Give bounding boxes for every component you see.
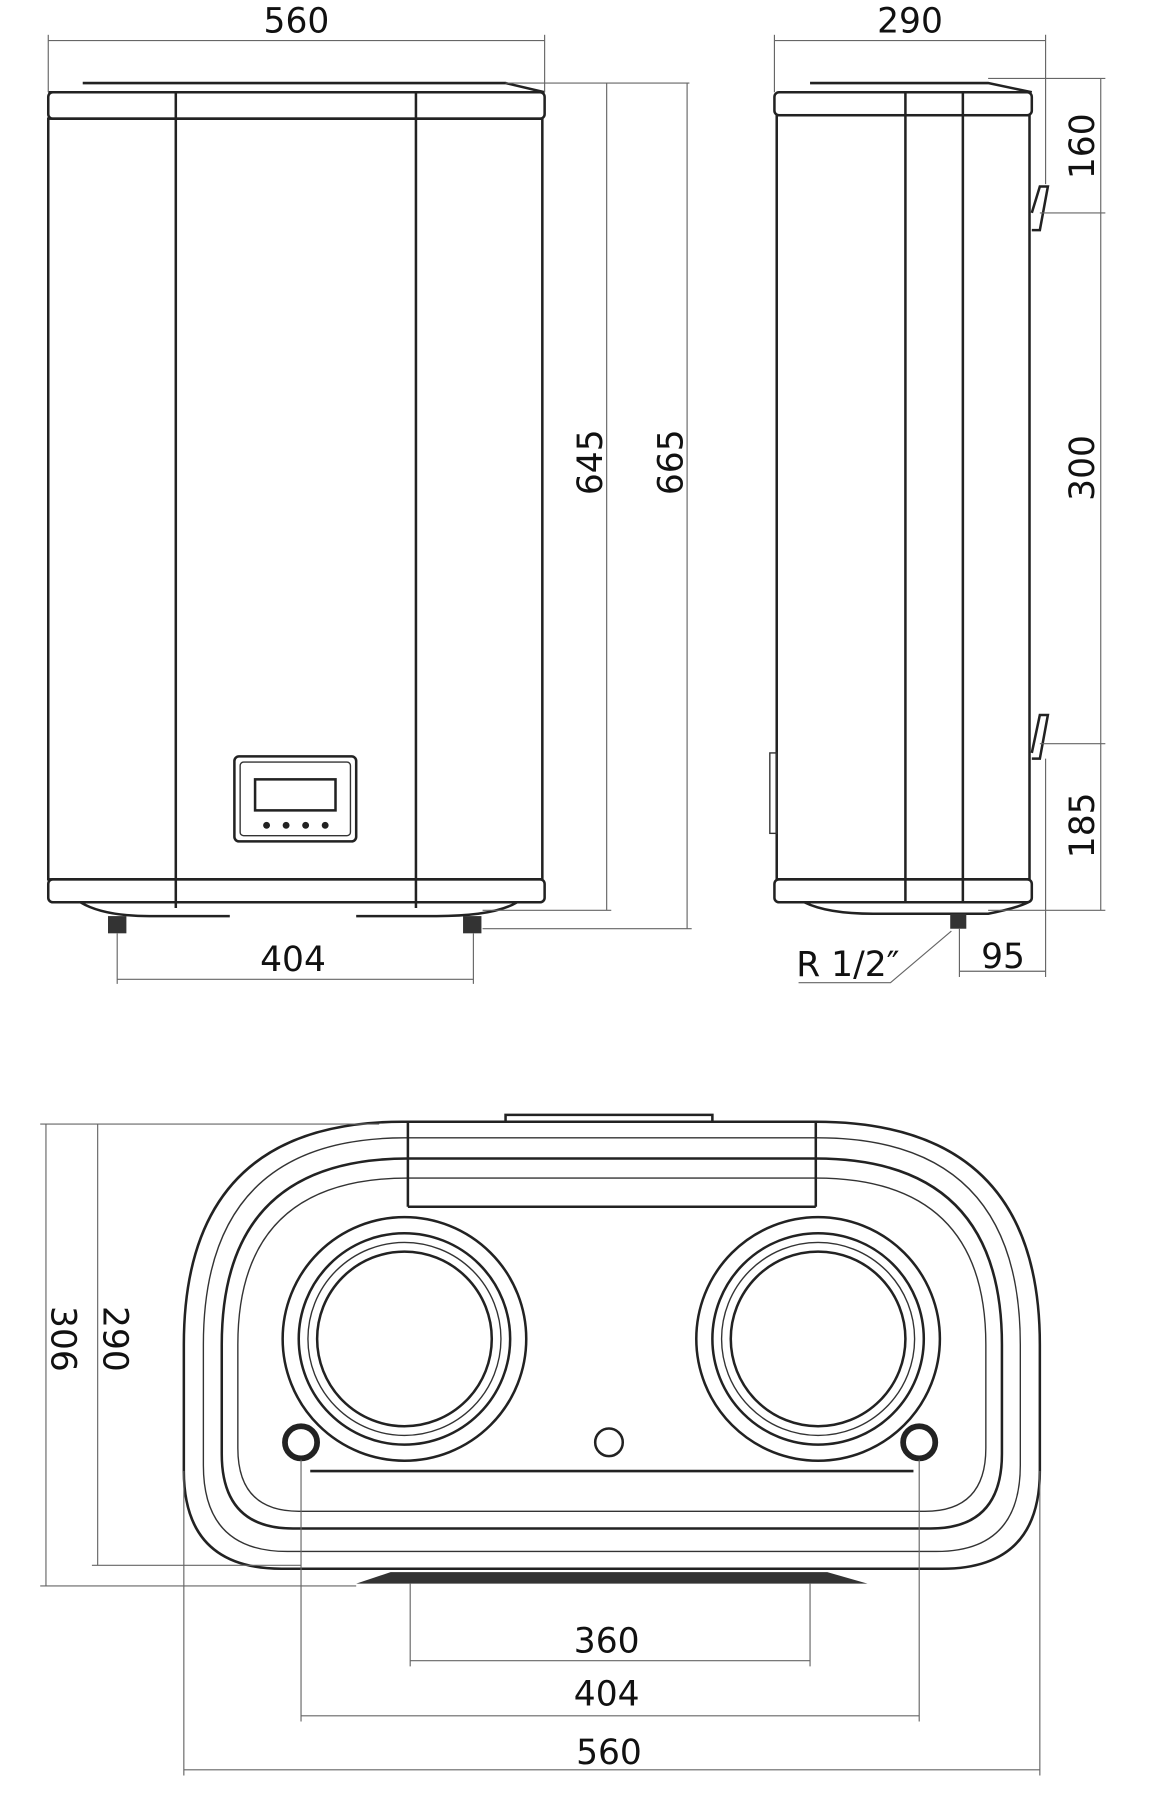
wall-bracket-bottom [1030,713,1050,760]
bottom-view: 306 290 360 404 560 [40,1113,1042,1776]
foot-left [108,916,127,934]
center-hole [593,1427,625,1458]
dim-front-body-height: 645 [571,429,611,495]
dim-bottom-body-depth: 290 [94,1306,134,1372]
pipe-opening-right [695,1215,942,1462]
foot-right [463,916,482,934]
control-panel [233,755,358,843]
front-view: 560 645 665 404 [46,2,692,984]
dim-side-bracket-spacing: 300 [1063,435,1103,501]
wall-bracket [356,1572,868,1584]
dim-bottom-bracket-width: 360 [574,1622,640,1662]
dim-bottom-pipe-spacing: 404 [574,1674,640,1714]
pipe-left [282,1423,320,1462]
side-view: 290 160 300 185 95 R 1/2″ [769,2,1106,985]
pipe-right [900,1423,939,1462]
dim-front-total-height: 665 [652,429,692,495]
dim-side-depth: 290 [877,2,943,42]
dim-front-feet-spacing: 404 [260,940,326,980]
pipe-opening-left [281,1215,528,1462]
wall-bracket-top [1030,185,1050,232]
thread-label: R 1/2″ [796,945,899,985]
pipe-connector [950,913,967,929]
dim-side-bottom-bracket: 185 [1063,792,1103,858]
dim-bottom-total-depth: 306 [43,1306,83,1372]
dim-side-pipe-offset: 95 [981,937,1025,977]
dim-bottom-width: 560 [576,1733,642,1773]
dim-side-top-bracket: 160 [1063,113,1103,179]
dim-front-width: 560 [264,2,330,42]
